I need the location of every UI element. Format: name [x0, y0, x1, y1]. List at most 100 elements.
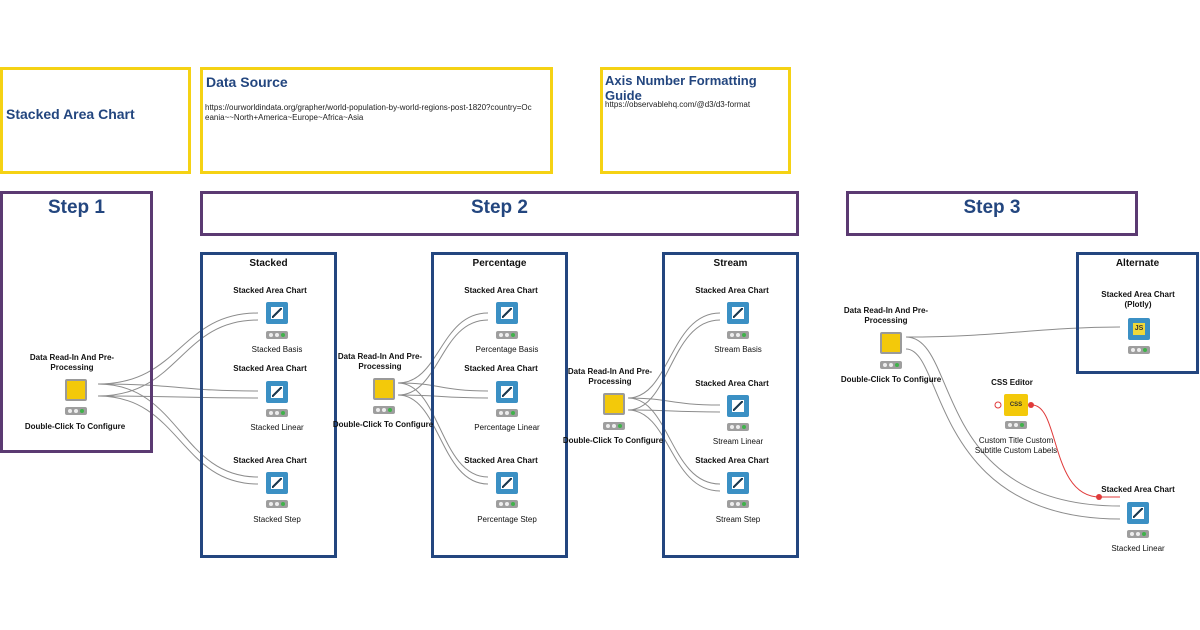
node-status-lights — [266, 500, 288, 508]
data-source-url[interactable]: https://ourworldindata.org/grapher/world… — [205, 103, 532, 122]
reader-node-icon[interactable] — [65, 379, 87, 401]
chart-node-label: Stacked Area Chart — [233, 364, 307, 373]
chart-node-icon[interactable] — [1127, 502, 1149, 524]
connection-line — [905, 348, 1121, 520]
stacked-group-title: Stacked — [249, 258, 288, 269]
reader-node-label: Data Read-In And Pre-Processing — [567, 367, 653, 386]
step3-title: Step 3 — [963, 197, 1021, 218]
connection-line — [627, 319, 721, 411]
connection-line — [397, 382, 489, 392]
chart-node-icon[interactable] — [266, 381, 288, 403]
node-status-lights — [496, 409, 518, 417]
chart-node-icon[interactable] — [727, 395, 749, 417]
title-box: Stacked Area Chart — [0, 67, 191, 174]
reader-node-label: Data Read-In And Pre-Processing — [337, 352, 423, 371]
plotly-node-label: Stacked Area Chart (Plotly) — [1101, 290, 1175, 309]
chart-node-icon[interactable] — [266, 302, 288, 324]
node-status-lights — [266, 331, 288, 339]
chart-node-label: Stacked Area Chart — [695, 286, 769, 295]
connection-line — [397, 312, 489, 384]
chart-node-icon[interactable] — [266, 472, 288, 494]
node-status-lights — [65, 407, 87, 415]
step2-box: Step 2 — [200, 191, 799, 236]
node-status-lights — [266, 409, 288, 417]
stacked-group: Stacked — [200, 252, 337, 558]
css-editor-label: CSS Editor — [991, 378, 1033, 387]
css-editor-in-port — [994, 401, 1002, 409]
axis-guide-url[interactable]: https://observablehq.com/@d3/d3-format — [605, 100, 751, 109]
reader-node-label: Data Read-In And Pre-Processing — [843, 306, 929, 325]
connection-line — [627, 312, 721, 399]
reader-node-footer: Double-Click To Configure — [562, 436, 664, 445]
percentage-group-title: Percentage — [472, 258, 527, 269]
node-status-lights — [1127, 530, 1149, 538]
data-source-box: Data Source https://ourworldindata.org/g… — [200, 67, 553, 174]
chart-node-label: Stacked Area Chart — [464, 456, 538, 465]
connection-line — [627, 409, 721, 413]
chart-node-caption: Stacked Linear — [250, 423, 304, 432]
js-icon: JS — [1133, 323, 1145, 335]
connection-line — [397, 394, 489, 485]
chart-node-icon[interactable] — [496, 472, 518, 494]
plotly-node-icon[interactable]: JS — [1128, 318, 1150, 340]
workflow-title: Stacked Area Chart — [6, 106, 135, 122]
connection-line — [397, 382, 489, 478]
node-status-lights — [1128, 346, 1150, 354]
reader-node-footer: Double-Click To Configure — [840, 375, 942, 384]
css-editor-caption: Custom Title Custom Subtitle Custom Labe… — [974, 436, 1058, 455]
chart-node-label: Stacked Area Chart — [233, 286, 307, 295]
chart-node-caption: Stream Basis — [714, 345, 762, 354]
reader-node-footer: Double-Click To Configure — [332, 420, 434, 429]
chart-node-icon[interactable] — [496, 381, 518, 403]
chart-node-label: Stacked Area Chart — [1101, 485, 1175, 494]
connection-line — [97, 383, 259, 478]
chart-node-caption: Stacked Linear — [1111, 544, 1165, 553]
stream-group-title: Stream — [713, 258, 748, 269]
connection-line — [97, 312, 259, 385]
chart-node-label: Stacked Area Chart — [464, 364, 538, 373]
chart-node-caption: Stream Linear — [712, 437, 764, 446]
connection-line — [627, 397, 721, 406]
data-source-heading: Data Source — [206, 74, 288, 90]
connection-line — [905, 336, 1121, 507]
chart-node-caption: Percentage Linear — [474, 423, 540, 432]
node-status-lights — [727, 331, 749, 339]
reader-node-label: Data Read-In And Pre-Processing — [29, 353, 115, 372]
node-status-lights — [603, 422, 625, 430]
alternate-group-title: Alternate — [1115, 258, 1160, 269]
step1-box: Step 1 — [0, 191, 153, 453]
chart-node-label: Stacked Area Chart — [695, 456, 769, 465]
chart-node-caption: Stacked Basis — [251, 345, 303, 354]
chart-node-caption: Stacked Step — [253, 515, 301, 524]
node-status-lights — [727, 423, 749, 431]
connection-line — [97, 395, 259, 485]
chart-node-label: Stacked Area Chart — [464, 286, 538, 295]
step3-box: Step 3 — [846, 191, 1138, 236]
chart-node-icon[interactable] — [496, 302, 518, 324]
alternate-group: Alternate — [1076, 252, 1199, 374]
axis-guide-box: Axis Number Formatting Guide https://obs… — [600, 67, 791, 174]
reader-node-icon[interactable] — [880, 332, 902, 354]
node-status-lights — [373, 406, 395, 414]
connection-line — [627, 397, 721, 485]
axis-guide-heading: Axis Number Formatting Guide — [605, 73, 757, 103]
connection-line — [97, 395, 259, 399]
connection-line — [397, 319, 489, 396]
css-in-port — [1096, 494, 1102, 500]
css-editor-node-icon[interactable]: CSS — [1004, 394, 1028, 416]
node-status-lights — [727, 500, 749, 508]
reader-node-icon[interactable] — [373, 378, 395, 400]
connection-line — [97, 319, 259, 397]
chart-node-caption: Percentage Basis — [475, 345, 539, 354]
step1-title: Step 1 — [47, 197, 106, 218]
chart-node-caption: Stream Step — [715, 515, 761, 524]
chart-node-icon[interactable] — [727, 302, 749, 324]
node-status-lights — [1005, 421, 1027, 429]
chart-node-icon[interactable] — [727, 472, 749, 494]
chart-node-label: Stacked Area Chart — [695, 379, 769, 388]
reader-node-icon[interactable] — [603, 393, 625, 415]
node-status-lights — [880, 361, 902, 369]
reader-node-footer: Double-Click To Configure — [24, 422, 126, 431]
connection-line — [397, 394, 489, 399]
